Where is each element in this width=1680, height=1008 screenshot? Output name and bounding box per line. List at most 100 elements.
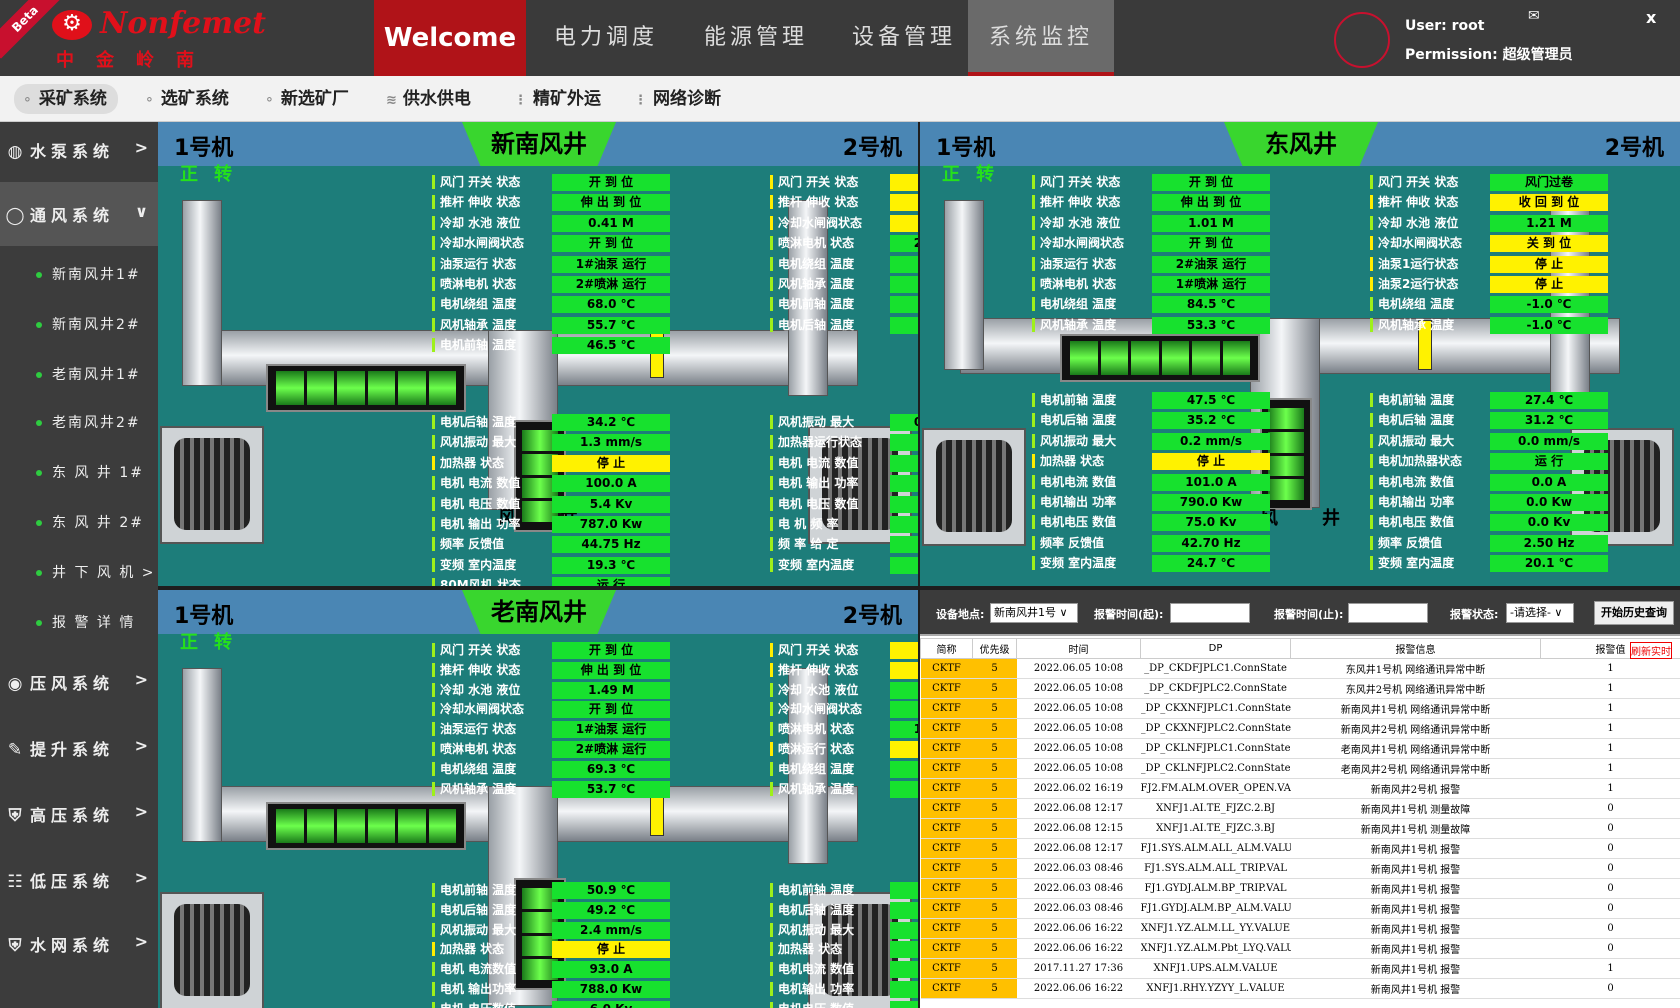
data-value: 18.8 ℃ bbox=[890, 556, 918, 574]
subtab-mining[interactable]: ⚬采矿系统 bbox=[14, 84, 118, 114]
nav-monitoring[interactable]: 系统监控 bbox=[968, 0, 1114, 76]
right-stack-pipe bbox=[788, 668, 828, 864]
status-bar bbox=[432, 175, 435, 189]
status-select[interactable]: -请选择- ∨ bbox=[1506, 603, 1574, 623]
data-value: 46.5 ℃ bbox=[552, 337, 670, 355]
motor-left bbox=[160, 892, 264, 1008]
alarm-cell: 2022.06.03 08:46 bbox=[1016, 878, 1141, 899]
status-bar bbox=[1032, 535, 1035, 550]
alarm-cell: 0 bbox=[1540, 838, 1680, 859]
sidebar-sub-xnfj2[interactable]: 新南风井2# bbox=[36, 314, 141, 334]
subtab-water-power[interactable]: ≋供水供电 bbox=[386, 84, 471, 114]
sidebar-item-water-net[interactable]: ⛨水网系统> bbox=[0, 932, 158, 956]
sidebar-sub-dfj2[interactable]: 东 风 井 2# bbox=[36, 512, 144, 532]
status-bar bbox=[1370, 535, 1373, 550]
alarm-cell: 0 bbox=[1540, 978, 1680, 999]
subtab-network[interactable]: ⋮网络诊断 bbox=[634, 84, 721, 114]
status-bar bbox=[770, 662, 773, 677]
data-row: 风门 开关 状态开 到 位 bbox=[432, 174, 670, 191]
status-bar bbox=[770, 761, 773, 776]
sidebar-item-compressed-air[interactable]: ◉压风系统> bbox=[0, 670, 158, 694]
data-row: 风机轴承 温度N/G ℃ bbox=[770, 276, 918, 293]
data-row: 冷却水闸阀状态开 到 位 bbox=[1032, 235, 1270, 253]
sidebar-item-pump[interactable]: ◍水泵系统> bbox=[0, 138, 158, 162]
shaft-label: 井 bbox=[1322, 508, 1340, 529]
alarm-cell: 新南风井1号机 网络通讯异常中断 bbox=[1290, 698, 1541, 719]
nav-energy[interactable]: 能源管理 bbox=[703, 25, 808, 50]
data-value: 开 到 位 bbox=[1152, 235, 1270, 253]
alarm-cell: CKTF bbox=[920, 958, 973, 979]
data-value: 0.0 Hz bbox=[890, 516, 918, 533]
sidebar-item-low-voltage[interactable]: ☷低压系统> bbox=[0, 868, 158, 892]
data-value: 27.4 ℃ bbox=[1490, 392, 1608, 409]
data-row: 冷却水闸阀状态开 到 位 bbox=[432, 701, 670, 719]
mail-icon[interactable]: ✉ bbox=[1528, 8, 1540, 24]
status-bar bbox=[1032, 556, 1035, 571]
data-row: 风机轴承 温度29.5 ℃ bbox=[770, 780, 918, 798]
motor-left bbox=[160, 426, 264, 544]
sidebar-sub-underground[interactable]: 井 下 风 机 > bbox=[36, 562, 156, 582]
sidebar-item-hoist[interactable]: ✎提升系统> bbox=[0, 736, 158, 760]
subtab-dressing[interactable]: ⚬选矿系统 bbox=[144, 84, 229, 114]
data-value: 68.0 ℃ bbox=[552, 296, 670, 314]
data-value: 19.3 ℃ bbox=[552, 556, 670, 574]
alarm-cell: CKTF bbox=[920, 978, 973, 999]
start-time-input[interactable] bbox=[1170, 603, 1250, 623]
sidebar-sub-alarm[interactable]: 报 警 详 情 bbox=[36, 612, 135, 632]
sidebar-sub-xnfj1[interactable]: 新南风井1# bbox=[36, 264, 141, 284]
refresh-button[interactable]: 刷新实时 bbox=[1630, 642, 1672, 659]
location-icon: ◉ bbox=[7, 674, 23, 694]
sidebar-sub-lnfj2[interactable]: 老南风井2# bbox=[36, 412, 141, 432]
sidebar-item-ventilation[interactable]: ◯通风系统∨ bbox=[0, 182, 158, 246]
status-bar bbox=[770, 883, 773, 897]
nav-welcome[interactable]: Welcome bbox=[374, 0, 526, 76]
sidebar-item-high-voltage[interactable]: ⛨高压系统> bbox=[0, 802, 158, 826]
data-row: 冷却 水池 液位1.38 M bbox=[770, 681, 918, 699]
data-row: 风机振动 最大0.03 mm/s bbox=[770, 414, 918, 431]
status-bar bbox=[1370, 215, 1373, 230]
status-bar bbox=[432, 643, 435, 657]
status-bar bbox=[770, 175, 773, 189]
data-label: 风机振动 最大 bbox=[440, 435, 517, 450]
data-value: 中间位 bbox=[890, 214, 918, 232]
status-bar bbox=[770, 476, 773, 491]
history-query-button[interactable]: 开始历史查询 bbox=[1594, 601, 1674, 625]
close-icon[interactable]: x bbox=[1646, 8, 1657, 27]
data-row: 推杆 伸收 状态收 回 到 位 bbox=[770, 194, 918, 212]
data-row: 推杆 伸收 状态伸 出 到 位 bbox=[1032, 194, 1270, 212]
data-row: 频 率 给 定0.0 Hz bbox=[770, 536, 918, 554]
alarm-cell: 2022.06.03 08:46 bbox=[1016, 858, 1141, 879]
unit-2-label: 2号机 bbox=[842, 136, 902, 161]
end-time-input[interactable] bbox=[1348, 603, 1428, 623]
nav-power-dispatch[interactable]: 电力调度 bbox=[553, 25, 658, 50]
location-select[interactable]: 新南风井1号 ∨ bbox=[990, 603, 1078, 623]
subtab-new-plant[interactable]: ⚬新选矿厂 bbox=[264, 84, 349, 114]
subtab-transport[interactable]: ⋮精矿外运 bbox=[514, 84, 601, 114]
sidebar-sub-dfj1[interactable]: 东 风 井 1# bbox=[36, 462, 144, 482]
alarm-cell: 新南风井1号机 测量故障 bbox=[1290, 818, 1541, 839]
nav-equipment[interactable]: 设备管理 bbox=[851, 25, 956, 50]
data-value: 停 止 bbox=[1152, 453, 1270, 471]
alarm-cell: CKTF bbox=[920, 758, 973, 779]
avatar[interactable] bbox=[1334, 12, 1390, 68]
sidebar-sub-lnfj1[interactable]: 老南风井1# bbox=[36, 364, 141, 384]
